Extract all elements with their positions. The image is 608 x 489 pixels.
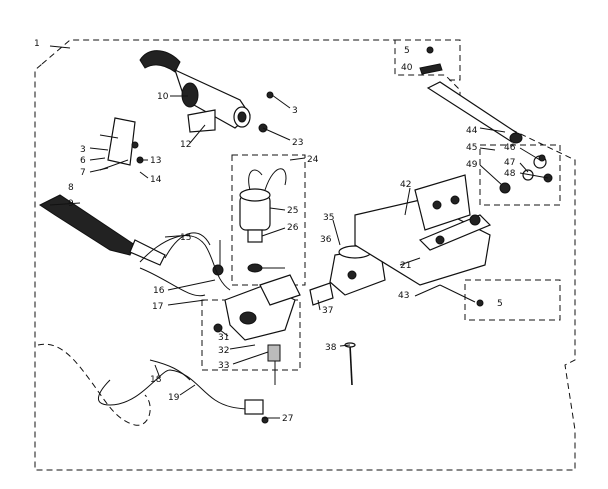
callout-37: 37 — [322, 306, 333, 316]
lead-wire-2 — [149, 359, 191, 381]
chain-wire — [37, 343, 151, 426]
callout-26: 26 — [287, 223, 299, 233]
callout-32: 32 — [218, 346, 229, 356]
inset-box-fittings — [479, 144, 561, 206]
callout-13: 13 — [150, 156, 161, 166]
callout-labels: 1 5 40 10 3 12 23 44 45 46 47 48 49 3 6 … — [34, 39, 516, 424]
callout-49: 49 — [466, 160, 478, 170]
pilot-assembly-part — [39, 194, 211, 266]
callout-31: 31 — [218, 333, 229, 343]
inset-box-small — [395, 39, 461, 81]
callout-19: 19 — [168, 393, 180, 403]
callout-9: 9 — [68, 199, 74, 209]
gas-control-part — [239, 168, 287, 273]
callout-3b: 3 — [80, 145, 86, 155]
callout-12: 12 — [180, 140, 191, 150]
leader-lines — [49, 45, 549, 419]
thermocouple-wire — [139, 235, 231, 291]
callout-3a: 3 — [292, 106, 298, 116]
callout-48: 48 — [504, 169, 516, 179]
pilot-tube — [139, 267, 206, 297]
callout-27: 27 — [282, 414, 293, 424]
callout-38: 38 — [325, 343, 337, 353]
callout-24: 24 — [307, 155, 319, 165]
rod-part — [344, 342, 356, 386]
callout-16: 16 — [153, 286, 165, 296]
callout-43: 43 — [398, 291, 409, 301]
callout-18: 18 — [150, 375, 162, 385]
callout-25: 25 — [287, 206, 298, 216]
callout-40: 40 — [401, 63, 413, 73]
callout-11: 21 — [400, 261, 411, 271]
callout-14: 14 — [150, 175, 162, 185]
inset-box-bottom — [464, 279, 561, 321]
callout-8: 8 — [68, 183, 74, 193]
valve-body-part — [212, 264, 301, 385]
callout-42: 42 — [400, 180, 411, 190]
callout-6: 6 — [80, 156, 86, 166]
switch-part — [244, 399, 264, 415]
bracket-part — [99, 117, 144, 171]
shaft-part — [426, 81, 523, 144]
lead-wire — [98, 369, 256, 411]
mounting-plate-part — [354, 174, 492, 286]
callout-5a: 5 — [404, 46, 410, 56]
burner-part — [139, 50, 274, 133]
callout-45: 45 — [466, 143, 477, 153]
inset-box-control — [231, 154, 306, 286]
fittings-part — [499, 154, 553, 194]
callout-7: 7 — [80, 168, 86, 178]
callout-44: 44 — [466, 126, 478, 136]
callout-36: 36 — [320, 235, 332, 245]
callout-5b: 5 — [497, 299, 503, 309]
callout-23: 23 — [292, 138, 303, 148]
callout-33: 33 — [218, 361, 229, 371]
assembly-frame — [34, 39, 576, 471]
callout-35: 35 — [323, 213, 334, 223]
callout-1: 1 — [34, 39, 40, 49]
callout-47: 47 — [504, 158, 515, 168]
callout-15: 15 — [180, 233, 191, 243]
callout-17: 17 — [152, 302, 163, 312]
callout-46: 46 — [504, 143, 516, 153]
clip-part — [419, 46, 484, 307]
callout-10: 10 — [157, 92, 169, 102]
